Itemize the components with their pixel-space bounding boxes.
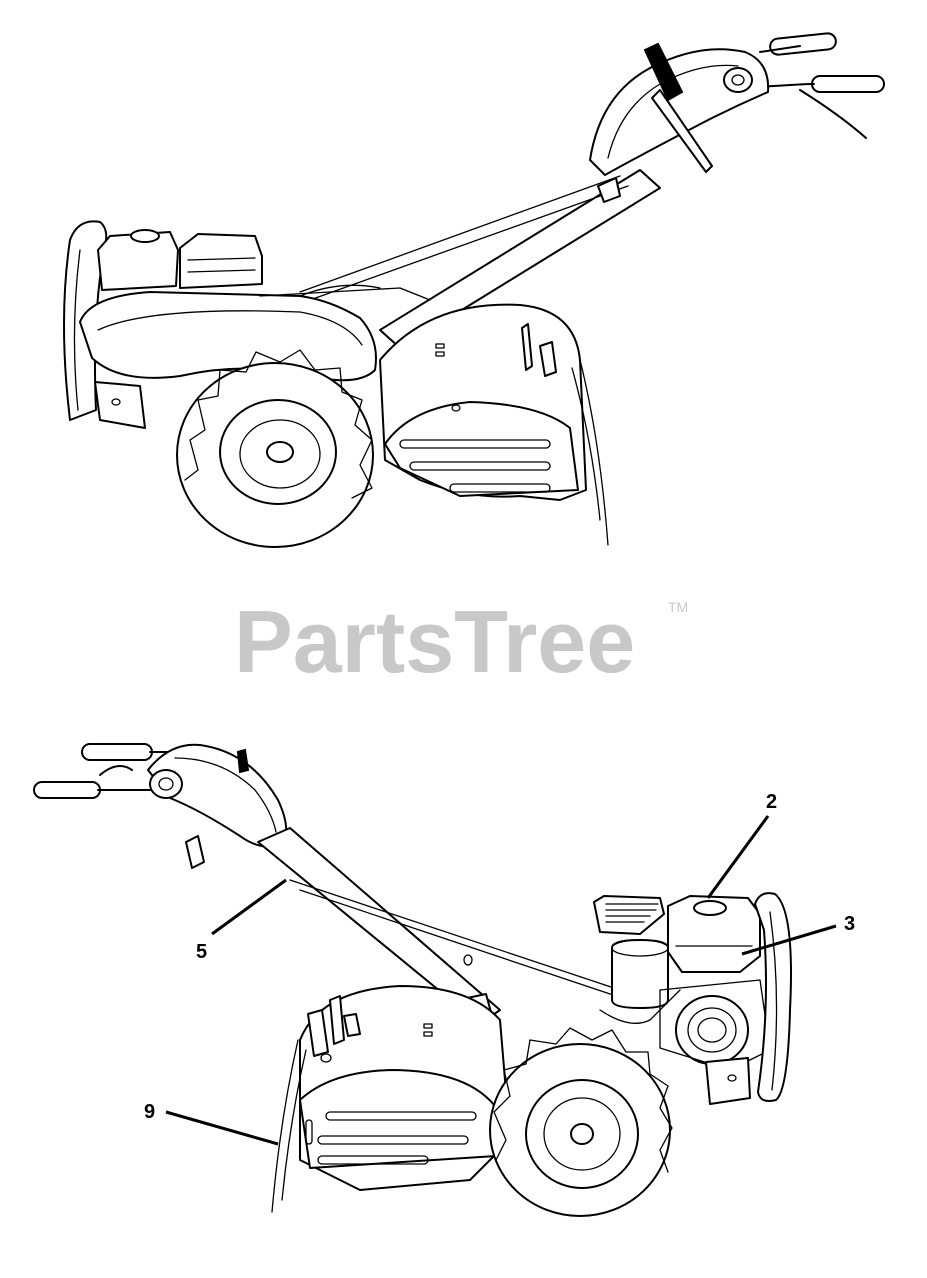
front-bumper-bottom <box>754 892 792 1102</box>
callout-label-2: 2 <box>766 791 777 813</box>
tiller-top-view <box>63 32 885 548</box>
handle-console-bottom <box>147 743 288 869</box>
engine-bottom <box>593 895 771 1071</box>
callout-label-5: 5 <box>196 941 207 963</box>
callout-9: 9 <box>144 1101 279 1146</box>
side-shield-bottom <box>299 1069 499 1169</box>
engine-top <box>97 229 263 291</box>
wheel-bottom <box>489 1027 673 1217</box>
handle-grips-top <box>744 32 885 139</box>
callout-label-9: 9 <box>144 1101 155 1123</box>
frame-bracket-top <box>94 381 146 429</box>
wheel-top <box>176 349 374 548</box>
watermark-trademark: TM <box>668 599 688 615</box>
handle-grips-bottom <box>33 743 173 799</box>
callout-label-3: 3 <box>844 913 855 935</box>
handle-console-top <box>589 42 770 176</box>
callout-5: 5 <box>196 878 287 963</box>
side-shield-top <box>384 401 579 497</box>
watermark: PartsTree TM <box>234 592 688 691</box>
callout-3: 3 <box>741 913 855 956</box>
watermark-text: PartsTree <box>234 592 635 691</box>
hood-top <box>79 284 431 382</box>
frame-bracket-bottom <box>705 1057 751 1105</box>
handle-tube-top <box>299 169 661 349</box>
tiller-bottom-view <box>33 743 792 1217</box>
callout-2: 2 <box>706 791 777 899</box>
